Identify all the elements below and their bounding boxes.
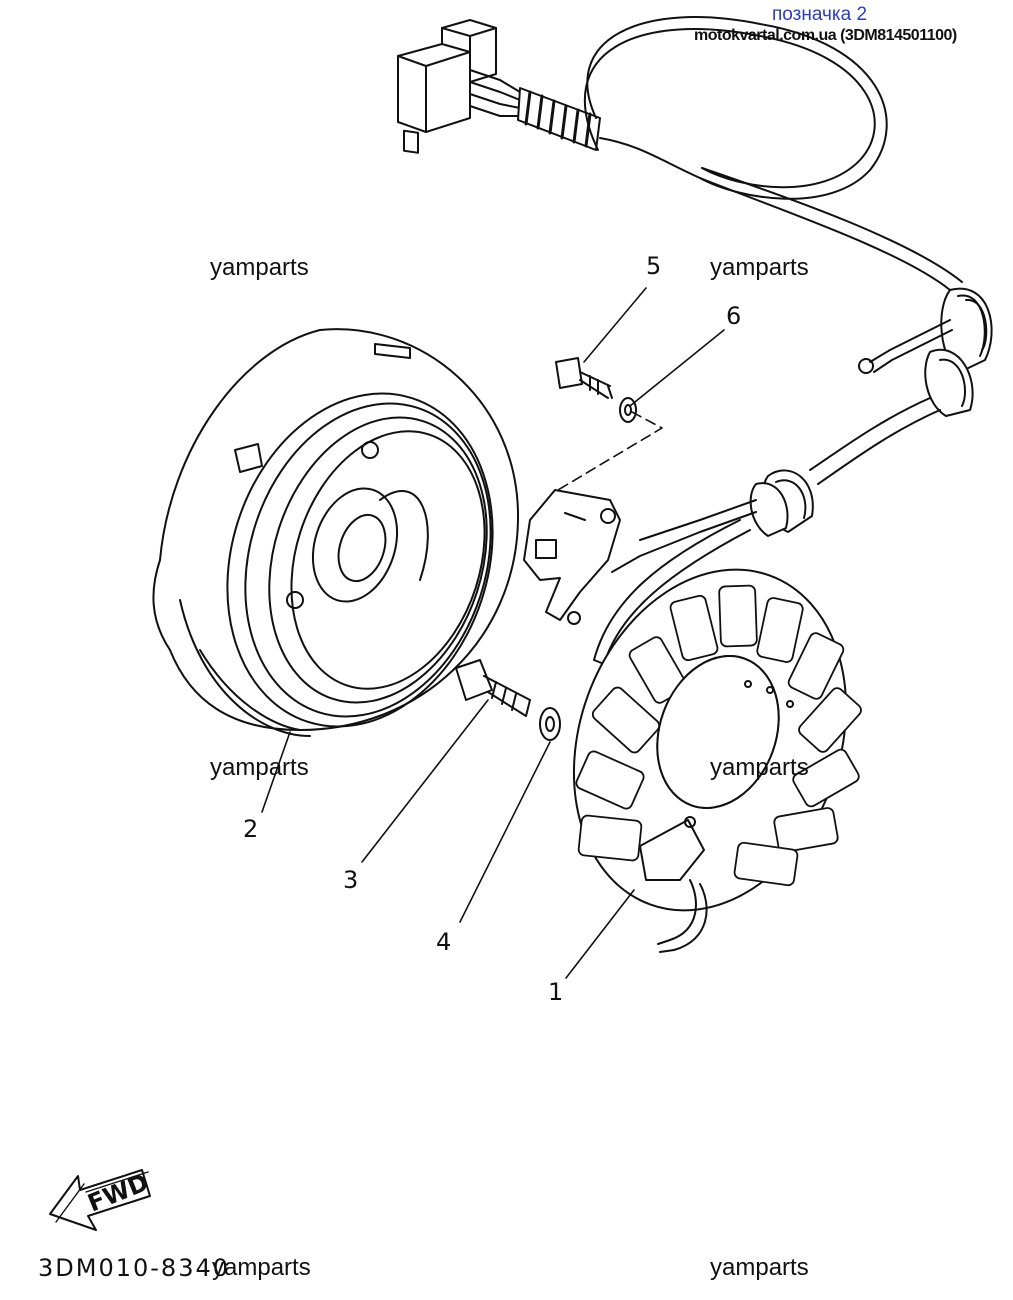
watermark-text: yamparts (710, 254, 809, 281)
diagram-code: 3DM010-8340 (38, 1254, 231, 1282)
fwd-label: FWD (84, 1168, 153, 1217)
watermark-text: yamparts (210, 254, 309, 281)
washer-small (619, 397, 637, 423)
watermark-text: yamparts (710, 754, 809, 781)
callout-6: 6 (726, 302, 741, 330)
header-source-line: motokvartal.com.ua (3DM814501100) (694, 27, 957, 44)
watermark-text: yamparts (710, 1254, 809, 1281)
fwd-arrow: FWD (49, 1168, 153, 1231)
watermark-text: yamparts (210, 754, 309, 781)
washer-large (539, 707, 561, 741)
callout-3: 3 (343, 866, 358, 894)
header-part-link[interactable]: позначка 2 (772, 4, 868, 25)
screw-small (555, 357, 613, 399)
bolt (455, 659, 531, 717)
connector-plug (397, 19, 523, 154)
stator-assembly (572, 568, 862, 953)
callout-leaders (261, 287, 725, 979)
rotor-flywheel (152, 328, 520, 737)
callout-5: 5 (646, 252, 661, 280)
assembly-dashed-line (557, 411, 663, 491)
callout-1: 1 (548, 978, 563, 1006)
callout-2: 2 (243, 815, 258, 843)
watermark-text: yamparts (212, 1254, 311, 1281)
wire-harness (397, 16, 993, 665)
callout-4: 4 (436, 928, 451, 956)
pickup-coil (523, 489, 621, 625)
